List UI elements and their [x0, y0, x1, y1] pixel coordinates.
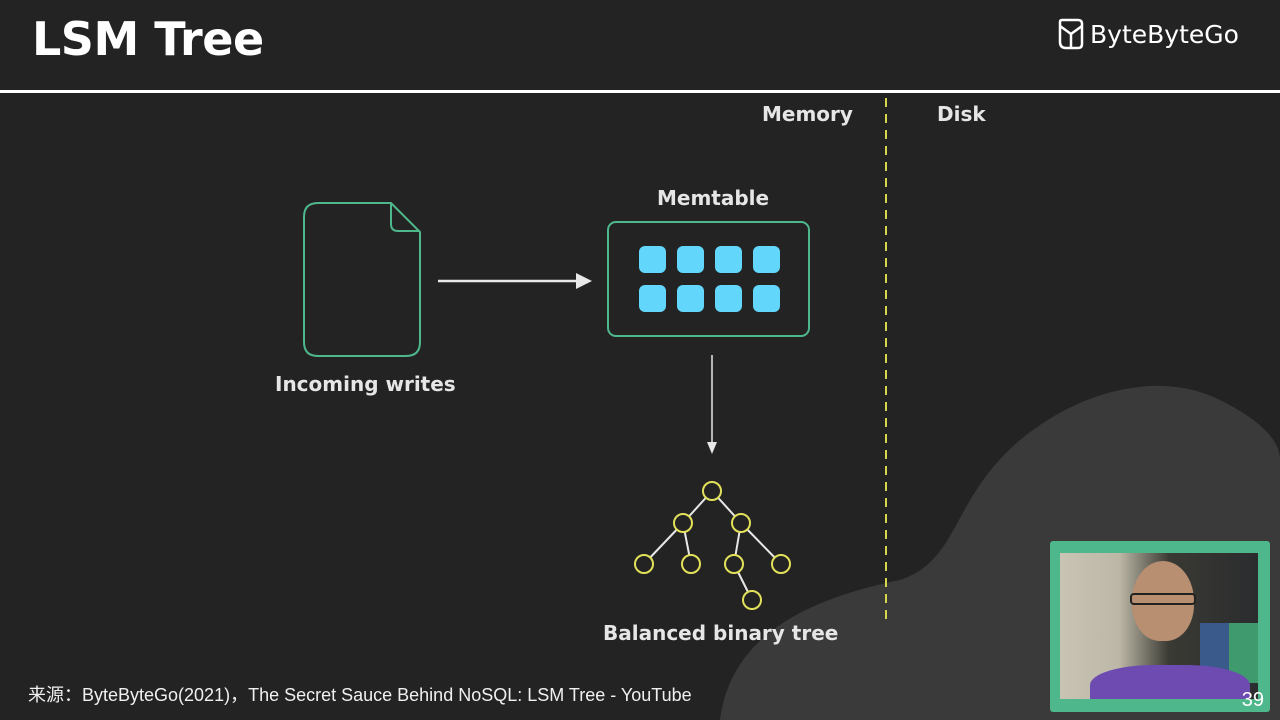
- presenter-video-feed: [1060, 553, 1258, 699]
- tree-node: [681, 554, 701, 574]
- tree-node: [742, 590, 762, 610]
- memtable-cells: [639, 246, 780, 312]
- bytebytego-logo-icon: [1058, 18, 1084, 50]
- presenter-head: [1132, 561, 1194, 641]
- presenter-video: 39: [1050, 541, 1270, 712]
- tree-node: [673, 513, 693, 533]
- brand-name: ByteByteGo: [1090, 19, 1239, 49]
- memtable-cell: [639, 285, 666, 312]
- disk-label: Disk: [937, 102, 986, 126]
- memtable-cell: [753, 285, 780, 312]
- memtable-cell: [715, 285, 742, 312]
- document-icon: [303, 202, 421, 357]
- memtable-label: Memtable: [657, 186, 770, 210]
- source-citation: 来源：ByteByteGo(2021)，The Secret Sauce Beh…: [28, 685, 692, 705]
- tree-node: [724, 554, 744, 574]
- write-arrow-head: [576, 273, 592, 289]
- tree-node: [702, 481, 722, 501]
- memtable-cell: [677, 285, 704, 312]
- binary-tree: [634, 481, 791, 610]
- memtable-cell: [753, 246, 780, 273]
- memtable-cell: [715, 246, 742, 273]
- memtable-cell: [639, 246, 666, 273]
- slide-title: LSM Tree: [32, 12, 264, 66]
- memory-label: Memory: [762, 102, 853, 126]
- memtable-cell: [677, 246, 704, 273]
- memtable-box: [607, 221, 810, 337]
- tree-node: [634, 554, 654, 574]
- balanced-tree-label: Balanced binary tree: [603, 621, 839, 645]
- presenter-glasses: [1130, 593, 1196, 605]
- flush-arrow-head: [707, 442, 717, 454]
- tree-node: [771, 554, 791, 574]
- incoming-writes-label: Incoming writes: [275, 372, 456, 396]
- header-divider: [0, 90, 1280, 93]
- brand-logo: ByteByteGo: [1058, 18, 1239, 50]
- document-fold: [390, 203, 420, 232]
- presenter-shirt: [1090, 665, 1250, 699]
- tree-node: [731, 513, 751, 533]
- page-number: 39: [1241, 689, 1264, 711]
